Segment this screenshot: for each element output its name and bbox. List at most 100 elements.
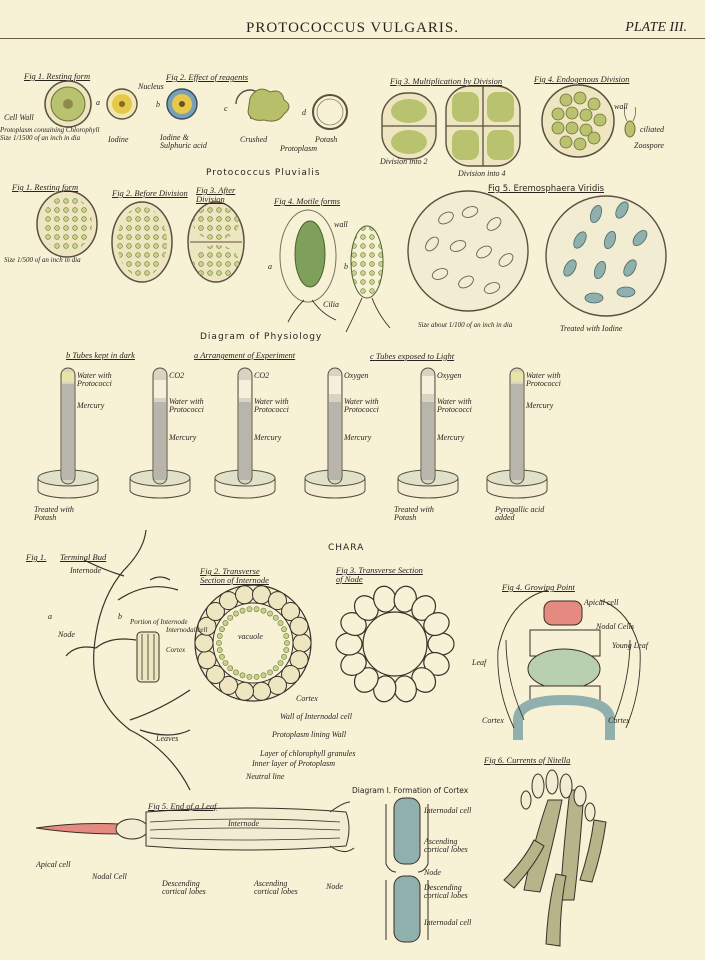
tube-label-lower-4: Mercury (437, 433, 465, 442)
cortex-cell (252, 585, 272, 605)
pv-fig3-title: Fig 3. Multiplication by Division (390, 76, 503, 86)
pp-label-a: a (268, 262, 272, 271)
cortex-cell (289, 616, 309, 636)
chlorophyll-granule (219, 653, 225, 660)
cortex-cell (197, 616, 217, 636)
pp-iodine: Treated with Iodine (560, 324, 623, 333)
chara-protoplasm-lining: Protoplasm lining Wall (272, 730, 347, 739)
chara-portion: Portion of Internode (130, 618, 188, 626)
chara-internodal-cell: Internodal cell (166, 626, 208, 634)
tube-label-lower-1: Mercury (169, 433, 197, 442)
pv-protoplasm: Protoplasm containing Chlorophyll (0, 126, 100, 134)
phys-title: Diagram of Physiology (200, 332, 323, 342)
tube-label-mid-4: Water with Protococci (437, 397, 472, 414)
tube-label-bottom-4: Treated with Potash (394, 505, 434, 522)
tube-label-top-1: CO2 (169, 371, 185, 380)
tube-label-lower-3: Mercury (344, 433, 372, 442)
chara-ascending: Ascending cortical lobes (254, 879, 298, 896)
pv-iodine: Iodine (108, 135, 129, 144)
chlorophyll-granule (219, 626, 225, 633)
tube-label-mid-3: Water with Protococci (344, 397, 379, 414)
chlorophyll-granule (253, 673, 260, 680)
chara-fig5-title: Fig 5. End of a Leaf (148, 801, 217, 811)
tube-label-top-3: Oxygen (344, 371, 369, 380)
pv-fig4-endogenous (541, 84, 637, 158)
chara-fig1-portion (136, 631, 160, 683)
chara-d-descending: Descending cortical lobes (424, 883, 468, 900)
chara-internode: Internode (70, 566, 102, 575)
pp-fig1-title: Fig 1. Resting form (12, 182, 79, 192)
chlorophyll-granule (227, 614, 234, 621)
plate-number: PLATE III. (625, 20, 687, 35)
pv-crushed: Crushed (240, 135, 268, 144)
chara-diagram1-cortex (385, 797, 429, 943)
chara-fig1-plant (65, 529, 191, 791)
tube-label-bottom-5: Pyrogallic acid added (495, 505, 545, 522)
tube-mercury-4 (422, 402, 434, 480)
pv-label-c: c (224, 104, 228, 113)
tube-label-top-4: Oxygen (437, 371, 462, 380)
pp-fig1 (36, 190, 98, 258)
chlorophyll-granule (284, 640, 290, 646)
node-cell (427, 632, 455, 656)
chlorophyll-granule (227, 665, 234, 672)
pp-fig2-title: Fig 2. Before Division (112, 188, 188, 198)
pv-label-a: a (96, 98, 100, 107)
chara-nodal5: Nodal Cell (92, 872, 127, 881)
tube-label-mid-0: Mercury (77, 401, 105, 410)
pp-fig3 (187, 201, 245, 283)
pp-fig2 (111, 201, 173, 283)
chara-fig5-leaf (35, 801, 355, 852)
chara-cortex-l: Cortex (482, 716, 504, 725)
pv-size: Size 1/1500 of an inch in dia (0, 134, 81, 142)
pv-fig2-crushed (235, 88, 290, 122)
chlorophyll-granule (233, 669, 239, 676)
tube-gas-1 (154, 380, 166, 398)
pp-fig4b (345, 225, 391, 333)
pv-protoplasm2: Protoplasm (280, 144, 318, 153)
chara-apical: Apical cell (584, 598, 619, 607)
cortex-cell (197, 650, 217, 670)
pp-label-b: b (344, 262, 348, 271)
pv-fig3-division2 (381, 92, 437, 160)
cortex-cell (289, 650, 309, 670)
chlorophyll-granule (222, 620, 229, 626)
chara-d-internodal2: Internodal cell (424, 918, 472, 927)
chara-terminal-bud: Terminal Bud (60, 552, 107, 562)
pp-size5: Size about 1/100 of an inch in dia (418, 321, 513, 329)
chara-cortex: Cortex (166, 646, 186, 654)
cortex-cell (234, 585, 254, 605)
chara-d-internodal: Internodal cell (424, 806, 472, 815)
chara-label-a: a (48, 612, 52, 621)
cortex-cell (205, 664, 225, 684)
cortex-cell (281, 602, 301, 622)
cortex-cell (252, 681, 272, 701)
chlorophyll-granule (246, 606, 253, 613)
chara-layer-chloro: Layer of chlorophyll granules (260, 749, 356, 758)
tube-label-top-2: CO2 (254, 371, 270, 380)
chlorophyll-granule (272, 665, 279, 672)
chara-wall-internodal: Wall of Internodal cell (280, 712, 352, 721)
chara-young-leaf: Young Leaf (612, 641, 648, 650)
chara-neutral: Neutral line (246, 772, 285, 781)
chlorophyll-granule (216, 647, 223, 653)
chlorophyll-granule (272, 614, 279, 621)
chlorophyll-granule (239, 607, 246, 614)
cortex-cell (234, 681, 254, 701)
chara-fig4-title: Fig 4. Growing Point (502, 582, 575, 592)
pv-nucleus: Nucleus (138, 82, 164, 91)
chara-fig6-title: Fig 6. Currents of Nitella (484, 755, 571, 765)
title-rule (0, 38, 705, 39)
tube-gas-0 (62, 372, 74, 382)
cortex-cell (268, 591, 287, 611)
tube-mercury-1 (154, 402, 166, 480)
chara-diagram1: Diagram I. Formation of Cortex (352, 786, 469, 795)
chara-fig3-node (335, 585, 455, 703)
chara-vacuole: vacuole (238, 632, 263, 641)
chlorophyll-granule (216, 640, 222, 646)
chara-cortex2: Cortex (296, 694, 318, 703)
pv-fig2-title: Fig 2. Effect of reagents (166, 72, 249, 82)
chara-fig6-nitella (503, 769, 607, 947)
